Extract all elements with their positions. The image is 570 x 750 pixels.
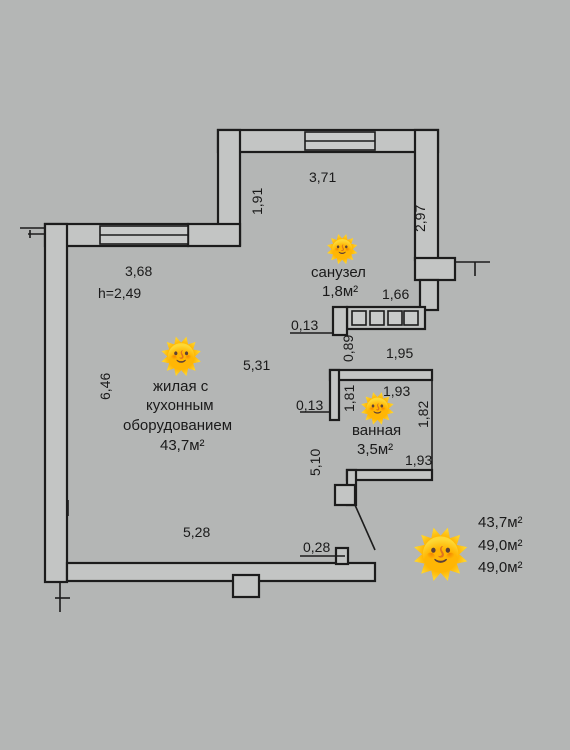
dim-bath-181: 1,81 bbox=[341, 385, 357, 412]
dim-top-width: 3,71 bbox=[309, 169, 336, 185]
wall-right bbox=[418, 278, 440, 312]
total-area-1: 43,7м² bbox=[478, 514, 523, 531]
wall-left bbox=[43, 222, 69, 584]
dim-right-upper: 2,97 bbox=[412, 205, 428, 232]
sun-emoji-icon: 🌞 bbox=[360, 391, 395, 425]
dim-wall-089: 0,89 bbox=[340, 335, 356, 362]
sun-stickers: 🌞 🌞 🌞 🌞 bbox=[160, 233, 469, 582]
dimensions: 3,71 1,91 2,97 3,68 h=2,49 1,66 0,13 0,8… bbox=[97, 169, 432, 557]
room-bath-name: ванная bbox=[352, 422, 401, 439]
sun-emoji-icon: 🌞 bbox=[412, 526, 469, 582]
partition-a bbox=[331, 305, 349, 337]
dim-living-width-top: 3,68 bbox=[125, 263, 152, 279]
area-totals: 43,7м² 49,0м² 49,0м² bbox=[478, 514, 523, 576]
room-living-name-2: кухонным bbox=[146, 397, 214, 414]
sun-emoji-icon: 🌞 bbox=[326, 233, 358, 265]
dim-living-height: 6,46 bbox=[97, 373, 113, 400]
total-area-3: 49,0м² bbox=[478, 559, 523, 576]
total-area-2: 49,0м² bbox=[478, 537, 523, 554]
room-bath-area: 3,5м² bbox=[357, 441, 393, 458]
room-toilet-name: санузел bbox=[311, 264, 366, 281]
ceiling-height: h=2,49 bbox=[98, 285, 141, 301]
room-living-name-3: оборудованием bbox=[123, 417, 232, 434]
dim-bath-193-bottom: 1,93 bbox=[405, 452, 432, 468]
dim-bath-width-mid: 1,95 bbox=[386, 345, 413, 361]
dim-living-width-bottom: 5,28 bbox=[183, 524, 210, 540]
room-labels: санузел 1,8м² жилая с кухонным оборудова… bbox=[123, 264, 401, 458]
dim-corridor-510: 5,10 bbox=[307, 449, 323, 476]
column-bottom bbox=[231, 573, 261, 599]
room-toilet-area: 1,8м² bbox=[322, 283, 358, 300]
dim-bath-width-top: 1,66 bbox=[382, 286, 409, 302]
dim-bath-193-top: 1,93 bbox=[383, 383, 410, 399]
dim-wall-013-b: 0,13 bbox=[296, 397, 323, 413]
dim-bath-182: 1,82 bbox=[415, 401, 431, 428]
wall-upper-right bbox=[413, 128, 440, 262]
room-living-name-1: жилая с bbox=[153, 378, 209, 395]
dim-wall-013-a: 0,13 bbox=[291, 317, 318, 333]
partition-bath-bottom bbox=[345, 468, 434, 482]
partition-bath-top bbox=[328, 368, 434, 382]
walls bbox=[20, 128, 490, 612]
dim-living-depth: 5,31 bbox=[243, 357, 270, 373]
room-living-area: 43,7м² bbox=[160, 437, 205, 454]
sun-emoji-icon: 🌞 bbox=[160, 336, 202, 377]
wall-right-step bbox=[413, 256, 457, 282]
wall-step bbox=[186, 222, 242, 248]
dim-left-notch: 1,91 bbox=[249, 188, 265, 215]
partition-bath-left bbox=[328, 368, 341, 422]
dim-wall-028: 0,28 bbox=[303, 539, 330, 555]
wall-bottom bbox=[65, 561, 377, 583]
